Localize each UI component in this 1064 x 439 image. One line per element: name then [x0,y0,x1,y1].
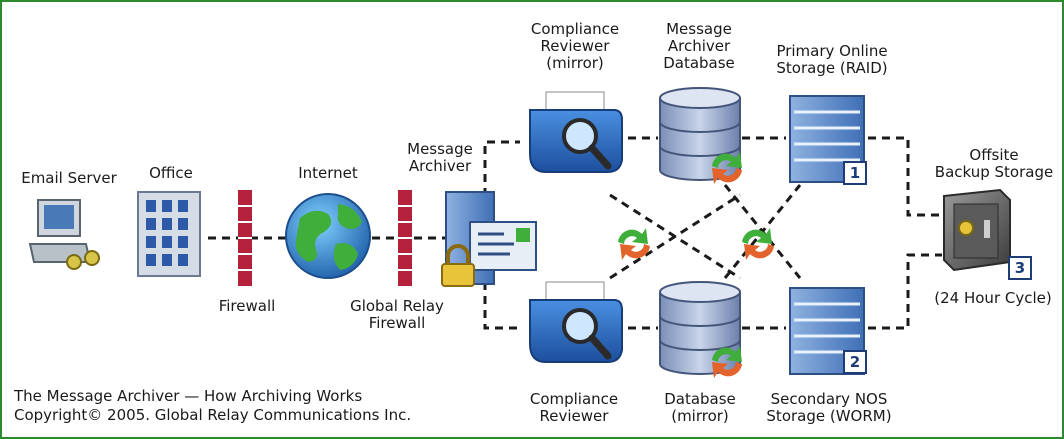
badge-secondary-storage: 2 [843,350,867,374]
computer-icon [28,199,100,270]
folders-magnifier-icon [529,281,623,363]
badge-offsite-storage: 3 [1008,256,1032,280]
caption-title: The Message Archiver — How Archiving Wor… [14,387,363,405]
database-sync-icon [659,87,742,184]
sync-arrows-icon [742,228,774,260]
global-relay-firewall-icon [398,190,412,286]
office-building-icon [137,191,201,277]
server-lock-icon [441,191,537,287]
folders-magnifier-icon [529,91,623,173]
database-sync-icon [659,281,742,378]
email-server-label: Email Server [21,169,117,187]
badge-primary-storage: 1 [843,161,867,185]
sync-arrows-icon [618,228,650,260]
caption-copyright: Copyright© 2005. Global Relay Communicat… [14,406,412,424]
office-label: Office [149,164,193,182]
firewall-label: Firewall [218,297,276,315]
globe-icon [285,193,371,279]
internet-label: Internet [298,164,358,182]
database-mirror-label: Database(mirror) [664,390,736,425]
safe-icon [943,188,1011,272]
backup-cycle-label: (24 Hour Cycle) [934,289,1052,307]
firewall-icon [238,190,252,286]
